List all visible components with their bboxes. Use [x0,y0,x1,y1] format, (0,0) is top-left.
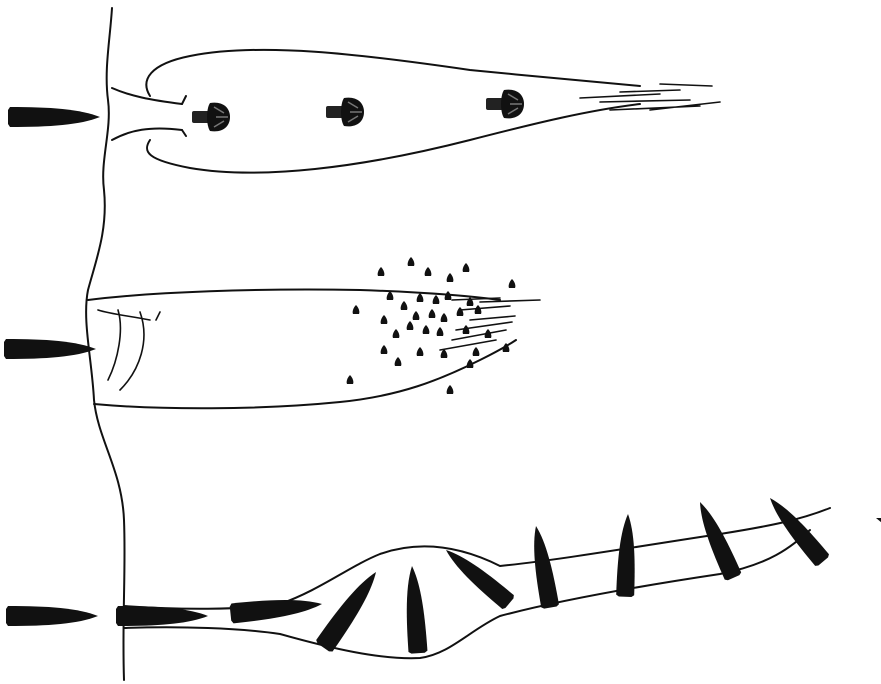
incoming-bullet-1 [8,107,100,127]
incoming-bullet-3 [6,606,98,626]
mushroomed-bullet-1c [486,90,524,119]
mushroomed-bullet-1b [326,98,364,127]
tumble-pos-8 [692,498,742,581]
wound-cavity-1 [112,50,640,173]
row-fragmenting-bullet [4,257,540,408]
tumble-pos-7 [616,514,637,597]
tumble-pos-2 [229,594,323,624]
wound-track-tail-1 [580,84,720,110]
wound-track-tail-2 [440,298,540,350]
tumble-pos-3 [315,566,384,653]
row-expanding-bullet [8,50,720,173]
tumble-pos-10 [873,510,881,555]
row-tumbling-bullet [6,492,881,658]
tumble-pos-4 [403,565,428,654]
mushroomed-bullet-1a [192,103,230,132]
incoming-bullet-2 [4,339,96,359]
tumble-pos-5 [440,543,515,610]
tumble-pos-6 [527,524,559,609]
